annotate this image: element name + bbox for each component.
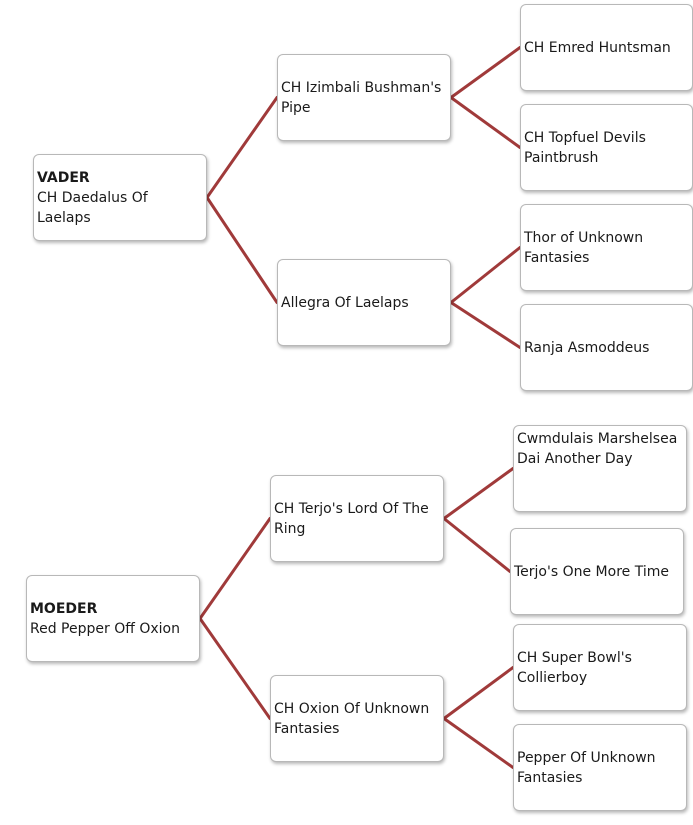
father-dam-node: Allegra Of Laelaps (277, 259, 451, 346)
connector-mother-dam-node-to-mother-dam-sire-node (442, 666, 515, 720)
father-sire-dam-node: CH Topfuel Devils Paintbrush (520, 104, 693, 191)
father-dam-dam-node: Ranja Asmoddeus (520, 304, 693, 391)
mother-dam-dam-node: Pepper Of Unknown Fantasies (513, 724, 687, 811)
connector-mother-sire-node-to-mother-sire-sire-node (442, 467, 515, 520)
mother-sire-sire-node: Cwmdulais Marshelsea Dai Another Day (513, 425, 687, 512)
connector-father-node-to-father-dam-node (205, 196, 279, 304)
connector-father-dam-node-to-father-dam-sire-node (449, 246, 522, 304)
mother-sire-dam-node: Terjo's One More Time (510, 528, 684, 615)
father-sire-dam-name: CH Topfuel Devils Paintbrush (524, 129, 646, 166)
father-role-label: VADER (37, 169, 90, 186)
connector-mother-node-to-mother-dam-node (198, 617, 272, 720)
mother-sire-dam-name: Terjo's One More Time (514, 563, 669, 580)
mother-dam-node: CH Oxion Of Unknown Fantasies (270, 675, 444, 762)
connector-father-sire-node-to-father-sire-dam-node (449, 96, 522, 149)
father-sire-node: CH Izimbali Bushman's Pipe (277, 54, 451, 141)
father-dam-name: Allegra Of Laelaps (281, 294, 409, 311)
connector-mother-sire-node-to-mother-sire-dam-node (442, 517, 512, 573)
mother-dam-dam-name: Pepper Of Unknown Fantasies (517, 749, 656, 786)
mother-name: Red Pepper Off Oxion (30, 620, 180, 637)
mother-role-label: MOEDER (30, 600, 98, 617)
father-dam-sire-name: Thor of Unknown Fantasies (524, 229, 644, 266)
father-sire-sire-node: CH Emred Huntsman (520, 4, 693, 91)
connector-mother-dam-node-to-mother-dam-dam-node (442, 717, 515, 769)
connector-father-node-to-father-sire-node (205, 96, 279, 199)
father-name: CH Daedalus Of Laelaps (37, 189, 148, 226)
connector-mother-node-to-mother-sire-node (198, 517, 272, 620)
connector-father-dam-node-to-father-dam-dam-node (449, 301, 522, 349)
father-dam-sire-node: Thor of Unknown Fantasies (520, 204, 693, 291)
father-dam-dam-name: Ranja Asmoddeus (524, 339, 650, 356)
mother-dam-sire-name: CH Super Bowl's Collierboy (517, 649, 632, 686)
connector-father-sire-node-to-father-sire-sire-node (449, 46, 522, 99)
father-sire-name: CH Izimbali Bushman's Pipe (281, 79, 442, 116)
mother-node: MOEDER Red Pepper Off Oxion (26, 575, 200, 662)
mother-dam-name: CH Oxion Of Unknown Fantasies (274, 700, 430, 737)
father-node: VADER CH Daedalus Of Laelaps (33, 154, 207, 241)
mother-dam-sire-node: CH Super Bowl's Collierboy (513, 624, 687, 711)
mother-sire-node: CH Terjo's Lord Of The Ring (270, 475, 444, 562)
father-sire-sire-name: CH Emred Huntsman (524, 39, 671, 56)
mother-sire-name: CH Terjo's Lord Of The Ring (274, 500, 429, 537)
mother-sire-sire-name: Cwmdulais Marshelsea Dai Another Day (517, 431, 678, 467)
